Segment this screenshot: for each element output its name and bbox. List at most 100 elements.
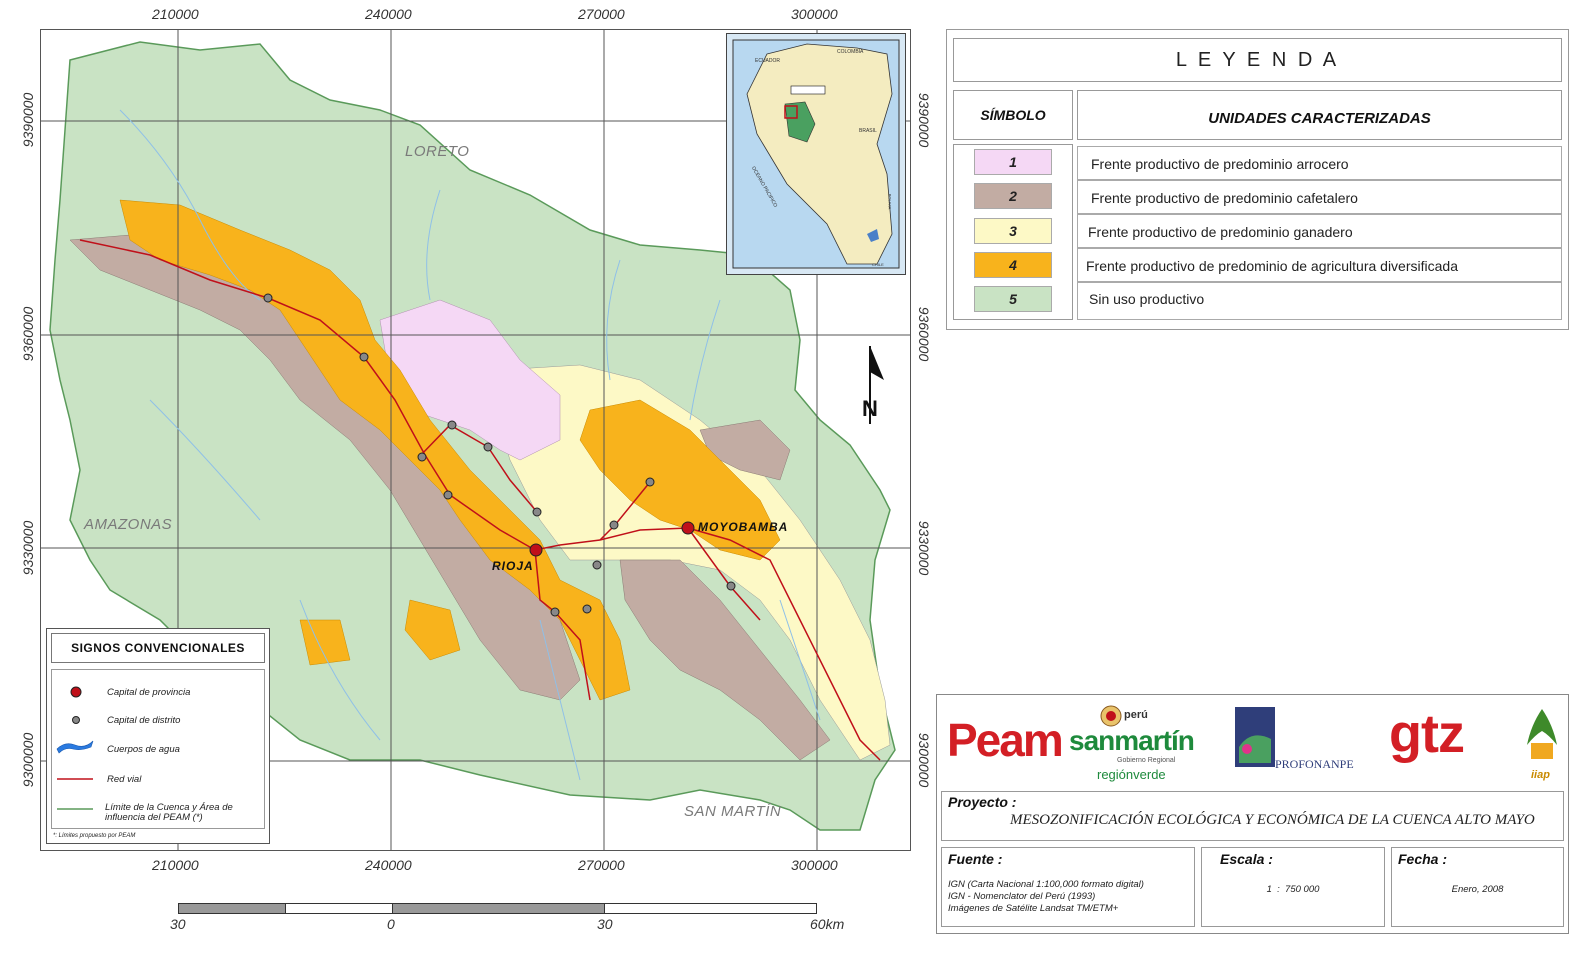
north-label: N bbox=[862, 396, 878, 421]
grid-y-right-2: 9360000 bbox=[916, 306, 932, 362]
grid-x-bottom-1: 210000 bbox=[152, 857, 199, 873]
rivers bbox=[119, 109, 821, 781]
escala-box: Escala : 1 : 750 000 bbox=[1201, 847, 1385, 927]
grid-x-bottom-4: 300000 bbox=[791, 857, 838, 873]
legend-title-box: L E Y E N D A bbox=[953, 38, 1562, 82]
scale-bar bbox=[178, 903, 817, 914]
signos-panel: SIGNOS CONVENCIONALES Capital de provinc… bbox=[46, 628, 270, 844]
inset-map-canvas bbox=[732, 39, 900, 269]
legend-row-label-3: Frente productivo de predominio ganadero bbox=[1088, 224, 1353, 240]
scale-label-2: 0 bbox=[387, 916, 395, 932]
grid-x-top-3: 270000 bbox=[578, 6, 625, 22]
escala-value: 1 : 750 000 bbox=[1266, 884, 1320, 895]
scale-label-1: 30 bbox=[170, 916, 186, 932]
iiap-emblem-icon bbox=[1527, 709, 1557, 759]
grid-y-left-1: 9390000 bbox=[20, 92, 36, 148]
sanmartin-peru-label: perú bbox=[1124, 709, 1148, 721]
grid-x-top-1: 210000 bbox=[152, 6, 199, 22]
peam-logo: Peam bbox=[947, 714, 1064, 766]
region-label-loreto: LORETO bbox=[405, 143, 470, 160]
city-label-moyobamba: MOYOBAMBA bbox=[698, 520, 789, 534]
legend-row-label-2: Frente productivo de predominio cafetale… bbox=[1091, 190, 1358, 206]
legend-symbol-header: SÍMBOLO bbox=[980, 107, 1046, 123]
grid-y-right-3: 9330000 bbox=[916, 520, 932, 576]
unit-4-area-c bbox=[299, 599, 461, 666]
province-capital-symbol-icon bbox=[70, 686, 82, 698]
escala-label: Escala : bbox=[1220, 851, 1273, 867]
gtz-logo: gtz bbox=[1389, 704, 1465, 764]
fuente-line-2: IGN - Nomenclator del Perú (1993) bbox=[948, 891, 1096, 902]
unit-4-area-b bbox=[579, 399, 781, 561]
proyecto-box: Proyecto : MESOZONIFICACIÓN ECOLÓGICA Y … bbox=[941, 791, 1564, 841]
legend-swatch-5: 5 bbox=[974, 286, 1052, 312]
sanmartin-logo: sanmartín bbox=[1069, 725, 1195, 756]
grid-x-top-2: 240000 bbox=[365, 6, 412, 22]
legend-row-label-4: Frente productivo de predominio de agric… bbox=[1086, 258, 1458, 274]
signos-items-box bbox=[51, 669, 265, 829]
sanmartin-emblem-icon bbox=[1100, 705, 1122, 727]
title-block: Peam perú sanmartín Gobierno Regional re… bbox=[936, 694, 1569, 934]
fecha-value: Enero, 2008 bbox=[1451, 884, 1504, 895]
legend-row-box-4 bbox=[1077, 248, 1562, 282]
inset-label-chile: CHILE bbox=[872, 262, 884, 267]
signos-item-label-1: Capital de provincia bbox=[107, 687, 191, 698]
fuente-line-3: Imágenes de Satélite Landsat TM/ETM+ bbox=[948, 903, 1119, 914]
legend-symbol-header-box: SÍMBOLO bbox=[953, 90, 1073, 140]
unit-2-area-b bbox=[619, 559, 831, 761]
grid-x-bottom-2: 240000 bbox=[365, 857, 412, 873]
sanmartin-sub-label: Gobierno Regional bbox=[1117, 757, 1176, 764]
proyecto-label: Proyecto : bbox=[948, 794, 1017, 810]
legend-row-box-5 bbox=[1077, 282, 1562, 320]
province-capital-rioja bbox=[529, 543, 543, 557]
signos-item-label-2: Capital de distrito bbox=[107, 715, 181, 726]
legend-panel: L E Y E N D A SÍMBOLO UNIDADES CARACTERI… bbox=[946, 29, 1569, 330]
region-label-amazonas: AMAZONAS bbox=[84, 516, 173, 533]
grid-y-left-4: 9300000 bbox=[20, 732, 36, 788]
grid-y-left-3: 9330000 bbox=[20, 520, 36, 576]
legend-swatch-3: 3 bbox=[974, 218, 1052, 244]
proyecto-value: MESOZONIFICACIÓN ECOLÓGICA Y ECONÓMICA D… bbox=[1010, 812, 1535, 828]
legend-units-header-box: UNIDADES CARACTERIZADAS bbox=[1077, 90, 1562, 140]
scale-label-4: 60km bbox=[810, 916, 845, 932]
inset-label-ecuador: ECUADOR bbox=[755, 58, 781, 64]
basin-limit-symbol-icon bbox=[57, 808, 93, 810]
water-body-symbol-icon bbox=[56, 740, 94, 754]
north-arrow-icon bbox=[869, 346, 884, 424]
logos-strip: Peam perú sanmartín Gobierno Regional re… bbox=[941, 699, 1564, 787]
inset-label-bolivia: BOLIVIA bbox=[887, 193, 893, 210]
profonanpe-logo: PROFONANPE bbox=[1275, 757, 1354, 771]
signos-title: SIGNOS CONVENCIONALES bbox=[71, 641, 245, 655]
fuente-label: Fuente : bbox=[948, 851, 1003, 867]
iiap-logo: iiap bbox=[1531, 769, 1550, 781]
legend-row-box-2 bbox=[1077, 180, 1562, 214]
inset-label-colombia: COLOMBIA bbox=[837, 49, 864, 55]
signos-footnote: *: Límites propuesto por PEAM bbox=[53, 833, 136, 839]
legend-row-label-5: Sin uso productivo bbox=[1089, 291, 1205, 307]
fecha-box: Fecha : Enero, 2008 bbox=[1391, 847, 1564, 927]
legend-swatch-1: 1 bbox=[974, 149, 1052, 175]
road-symbol-icon bbox=[57, 778, 93, 780]
province-capital-moyobamba bbox=[681, 521, 695, 535]
inset-map: ECUADOR COLOMBIA BRASIL OCEANO PACIFICO … bbox=[726, 33, 906, 275]
legend-swatch-2: 2 bbox=[974, 183, 1052, 209]
grid-y-right-1: 9390000 bbox=[916, 92, 932, 148]
profonanpe-emblem-icon bbox=[1235, 707, 1275, 767]
inset-label-brasil: BRASIL bbox=[859, 128, 877, 134]
legend-title: L E Y E N D A bbox=[1175, 49, 1340, 71]
legend-row-box-3 bbox=[1077, 214, 1562, 248]
regionverde-logo: regiónverde bbox=[1097, 767, 1166, 782]
fecha-label: Fecha : bbox=[1398, 851, 1448, 867]
unit-4-area bbox=[119, 199, 631, 701]
legend-swatch-4: 4 bbox=[974, 252, 1052, 278]
region-label-san-martin: SAN MARTÍN bbox=[684, 803, 782, 820]
scale-label-3: 30 bbox=[597, 916, 613, 932]
legend-row-box-1 bbox=[1077, 146, 1562, 180]
signos-item-label-3: Cuerpos de agua bbox=[107, 744, 180, 755]
grid-x-bottom-3: 270000 bbox=[578, 857, 625, 873]
district-capitals bbox=[263, 293, 736, 617]
grid-y-left-2: 9360000 bbox=[20, 306, 36, 362]
grid-x-top-4: 300000 bbox=[791, 6, 838, 22]
legend-row-label-1: Frente productivo de predominio arrocero bbox=[1091, 156, 1349, 172]
signos-title-box: SIGNOS CONVENCIONALES bbox=[51, 633, 265, 663]
